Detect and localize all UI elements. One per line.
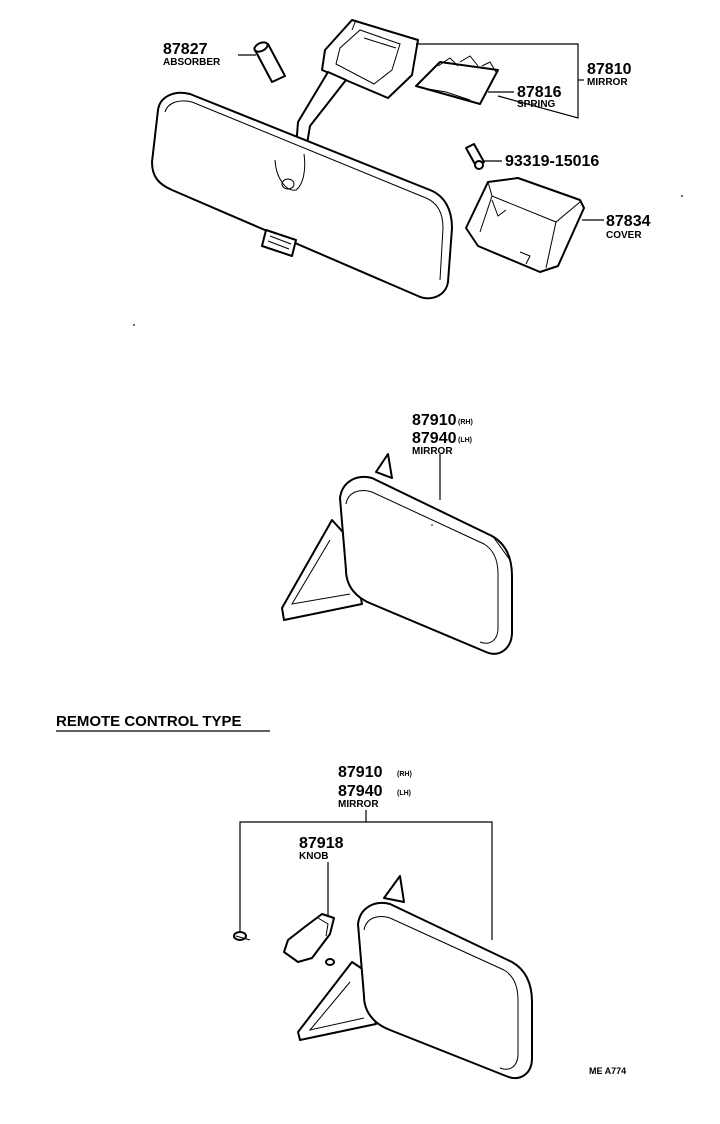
screw-part — [465, 143, 485, 170]
spring-label: SPRING — [517, 99, 556, 110]
absorber-part-number: 87827 — [163, 41, 208, 58]
outer-mirror-rh-part-number: 87910 — [412, 412, 457, 429]
remote-mirror-label: MIRROR — [338, 799, 379, 810]
knob-part — [283, 913, 335, 966]
absorber-label: ABSORBER — [163, 57, 221, 68]
mount-bracket-part — [321, 19, 419, 99]
remote-mirror-body — [357, 902, 533, 1079]
section-heading: REMOTE CONTROL TYPE — [56, 713, 242, 730]
cover-label: COVER — [606, 230, 642, 241]
remote-mirror-rh-tag: (RH) — [397, 771, 412, 778]
cover-part — [465, 177, 585, 273]
cover-part-number: 87834 — [606, 213, 651, 230]
outer-mirror-lh-tag: (LH) — [458, 437, 472, 444]
inner-mirror-label: MIRROR — [587, 77, 628, 88]
inner-mirror-part-number: 87810 — [587, 61, 632, 78]
outer-mirror-lh-part-number: 87940 — [412, 430, 457, 447]
outer-mirror-label: MIRROR — [412, 446, 453, 457]
knob-part-number: 87918 — [299, 835, 344, 852]
remote-mirror-assembly: 87910 (RH) 87940 (LH) MIRROR 87918 KNOB — [233, 764, 533, 1079]
outer-mirror-body — [339, 476, 513, 655]
remote-mirror-lh-tag: (LH) — [397, 790, 411, 797]
outer-mirror-assembly: 87910 (RH) 87940 (LH) MIRROR — [281, 412, 513, 655]
remote-mirror-lh-part-number: 87940 — [338, 783, 383, 800]
spring-part — [415, 55, 499, 105]
scan-speck — [681, 195, 683, 197]
scan-speck — [133, 324, 135, 326]
figure-reference: ME A774 — [589, 1066, 626, 1076]
inner-mirror-leaders — [238, 43, 604, 221]
absorber-part — [253, 41, 286, 83]
scan-speck — [431, 524, 433, 526]
spring-part-number: 87816 — [517, 84, 562, 101]
remote-mirror-rh-part-number: 87910 — [338, 764, 383, 781]
knob-label: KNOB — [299, 851, 328, 862]
remote-screw-part — [233, 931, 251, 941]
screw-part-number: 93319-15016 — [505, 153, 599, 170]
outer-mirror-rh-tag: (RH) — [458, 419, 473, 426]
inner-mirror-assembly: 87827 ABSORBER 87810 MIRROR 87816 SPRING… — [151, 19, 651, 300]
inner-mirror-body — [151, 91, 453, 300]
